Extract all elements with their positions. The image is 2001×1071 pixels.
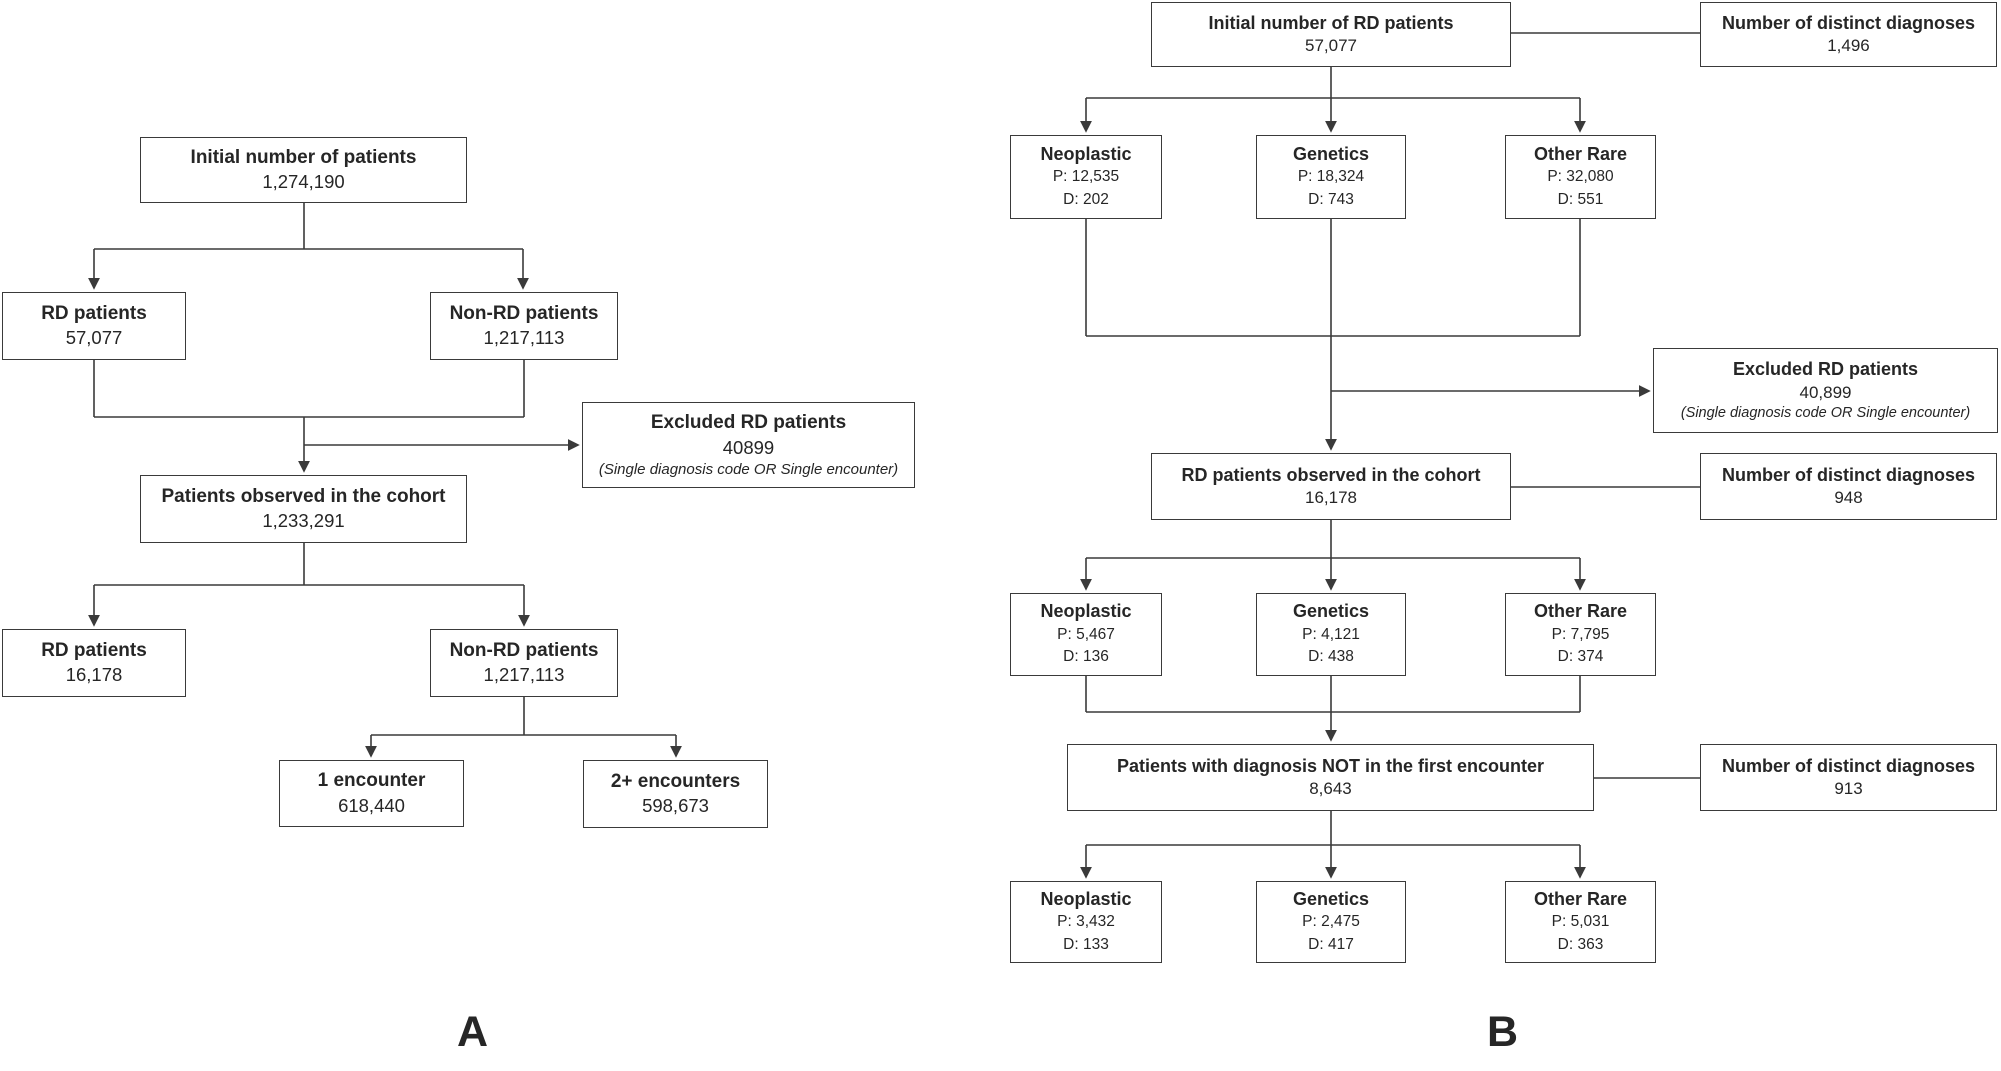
box-neoplastic-row2: Neoplastic P: 5,467 D: 136 (1010, 593, 1162, 676)
box-distinct-diagnoses-notfirst: Number of distinct diagnoses 913 (1700, 744, 1997, 811)
box-value: 8,643 (1309, 779, 1352, 799)
box-title: Neoplastic (1040, 888, 1132, 909)
box-value: 1,217,113 (483, 664, 565, 686)
box-title: Genetics (1292, 888, 1370, 909)
box-patients: P: 7,795 (1551, 625, 1610, 643)
box-value: 40,899 (1799, 382, 1852, 402)
box-value: 16,178 (65, 664, 123, 686)
box-title: RD patients (41, 302, 147, 324)
box-diagnoses: D: 202 (1063, 190, 1109, 208)
box-note: (Single diagnosis code OR Single encount… (598, 460, 899, 478)
box-diagnoses: D: 374 (1557, 648, 1604, 666)
box-title: Initial number of RD patients (1208, 12, 1454, 33)
box-diagnosis-not-first-encounter: Patients with diagnosis NOT in the first… (1067, 744, 1594, 811)
box-value: 1,496 (1827, 36, 1870, 56)
box-diagnoses: D: 438 (1308, 648, 1354, 666)
box-title: Neoplastic (1040, 601, 1132, 622)
box-initial-rd-patients: Initial number of RD patients 57,077 (1151, 2, 1511, 67)
box-title: RD patients observed in the cohort (1181, 464, 1481, 485)
box-patients: P: 12,535 (1052, 168, 1120, 186)
panel-b-label: B (1486, 1008, 1519, 1056)
box-patients: P: 2,475 (1302, 913, 1360, 931)
box-patients: P: 5,467 (1057, 625, 1115, 643)
box-value: 598,673 (642, 795, 709, 817)
box-title: Other Rare (1533, 601, 1628, 622)
box-patients: P: 32,080 (1547, 168, 1614, 186)
box-title: Patients observed in the cohort (161, 485, 446, 507)
box-neoplastic-row3: Neoplastic P: 3,432 D: 133 (1010, 881, 1162, 963)
box-distinct-diagnoses-initial: Number of distinct diagnoses 1,496 (1700, 2, 1997, 67)
box-2plus-encounters: 2+ encounters 598,673 (583, 760, 768, 828)
box-other-rare-row2: Other Rare P: 7,795 D: 374 (1505, 593, 1656, 676)
box-distinct-diagnoses-cohort: Number of distinct diagnoses 948 (1700, 453, 1997, 520)
box-genetics-row2: Genetics P: 4,121 D: 438 (1256, 593, 1406, 676)
box-title: Excluded RD patients (1732, 359, 1919, 380)
box-value: 618,440 (338, 794, 405, 816)
box-patients-observed-cohort: Patients observed in the cohort 1,233,29… (140, 475, 467, 543)
box-value: 948 (1834, 488, 1863, 508)
box-non-rd-patients-initial: Non-RD patients 1,217,113 (430, 292, 618, 360)
box-diagnoses: D: 417 (1308, 935, 1354, 953)
box-title: Patients with diagnosis NOT in the first… (1116, 755, 1545, 776)
box-genetics-row3: Genetics P: 2,475 D: 417 (1256, 881, 1406, 963)
box-value: 40899 (722, 436, 775, 458)
box-value: 1,233,291 (262, 510, 345, 532)
box-diagnoses: D: 551 (1557, 190, 1604, 208)
box-value: 57,077 (1305, 36, 1357, 56)
box-title: Other Rare (1533, 143, 1628, 164)
box-excluded-rd-patients-a: Excluded RD patients 40899 (Single diagn… (582, 402, 915, 488)
box-value: 16,178 (1305, 488, 1357, 508)
box-genetics-row1: Genetics P: 18,324 D: 743 (1256, 135, 1406, 219)
box-initial-patients: Initial number of patients 1,274,190 (140, 137, 467, 203)
box-note: (Single diagnosis code OR Single encount… (1680, 404, 1971, 421)
box-diagnoses: D: 136 (1063, 648, 1109, 666)
box-other-rare-row3: Other Rare P: 5,031 D: 363 (1505, 881, 1656, 963)
box-title: Genetics (1292, 143, 1370, 164)
box-title: Number of distinct diagnoses (1721, 12, 1976, 33)
box-title: Non-RD patients (449, 302, 599, 324)
box-title: Other Rare (1533, 888, 1628, 909)
box-value: 913 (1834, 779, 1863, 799)
box-rd-patients-observed-cohort: RD patients observed in the cohort 16,17… (1151, 453, 1511, 520)
box-title: RD patients (41, 639, 147, 661)
box-rd-patients-initial: RD patients 57,077 (2, 292, 186, 360)
box-other-rare-row1: Other Rare P: 32,080 D: 551 (1505, 135, 1656, 219)
box-excluded-rd-patients-b: Excluded RD patients 40,899 (Single diag… (1653, 348, 1998, 433)
panel-a-connectors (88, 203, 682, 758)
box-patients: P: 18,324 (1297, 168, 1365, 186)
box-title: Excluded RD patients (650, 411, 847, 433)
box-value: 1,217,113 (483, 327, 565, 349)
box-title: Neoplastic (1040, 143, 1132, 164)
box-diagnoses: D: 133 (1063, 935, 1109, 953)
box-title: 2+ encounters (610, 770, 741, 792)
box-1-encounter: 1 encounter 618,440 (279, 760, 464, 827)
box-patients: P: 5,031 (1551, 913, 1610, 931)
box-title: Non-RD patients (449, 639, 599, 661)
panel-a-label: A (456, 1008, 489, 1056)
panel-b-connectors (1080, 32, 1700, 879)
box-diagnoses: D: 363 (1557, 935, 1604, 953)
box-diagnoses: D: 743 (1308, 190, 1354, 208)
box-value: 57,077 (65, 327, 123, 349)
box-patients: P: 3,432 (1057, 913, 1115, 931)
box-neoplastic-row1: Neoplastic P: 12,535 D: 202 (1010, 135, 1162, 219)
box-title: Initial number of patients (190, 146, 417, 168)
box-title: Number of distinct diagnoses (1721, 755, 1976, 776)
box-rd-patients-cohort: RD patients 16,178 (2, 629, 186, 697)
box-title: Genetics (1292, 601, 1370, 622)
box-patients: P: 4,121 (1302, 625, 1360, 643)
box-value: 1,274,190 (262, 171, 345, 193)
box-title: 1 encounter (317, 770, 426, 792)
box-title: Number of distinct diagnoses (1721, 464, 1976, 485)
box-non-rd-patients-cohort: Non-RD patients 1,217,113 (430, 629, 618, 697)
